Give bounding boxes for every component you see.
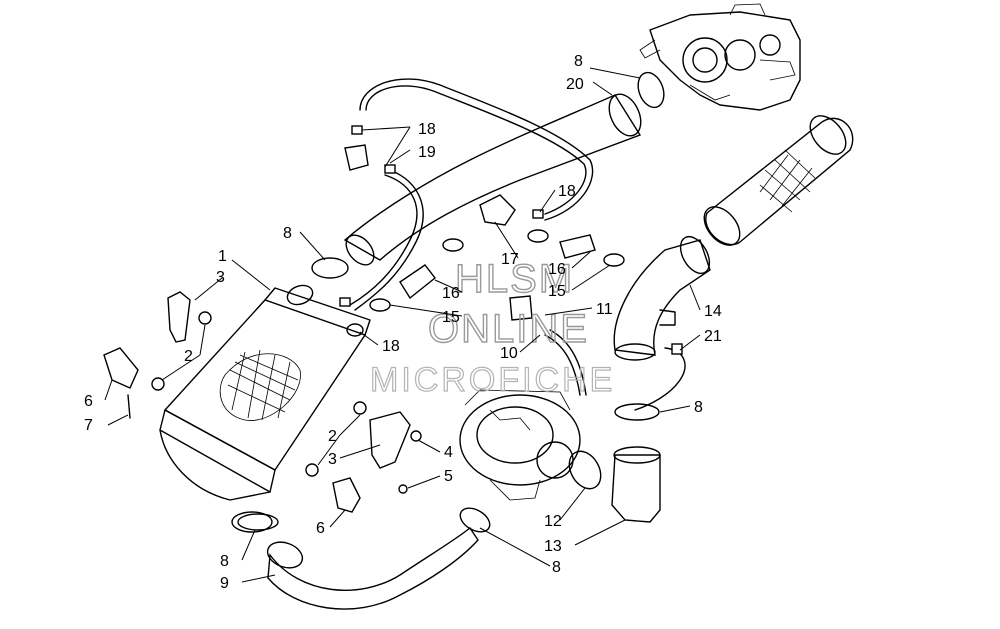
callout-11: 11 [596,301,613,318]
vent-hoses [349,78,686,411]
callout-18-mid: 18 [558,183,576,200]
throttle-body-assembly [639,3,801,111]
callout-1: 1 [218,248,227,265]
rubber-mount-left [103,347,139,419]
callouts: 1 2 2 3 3 4 5 6 6 7 8 8 8 8 8 9 10 11 12… [84,53,722,592]
callout-3-lower: 3 [328,451,337,468]
callout-4: 4 [444,444,453,461]
callout-21: 21 [704,328,722,345]
leader-lines [104,67,701,583]
callout-14: 14 [704,303,722,320]
callout-17: 17 [501,251,519,268]
watermark-line-2: ONLINE [428,307,589,351]
outlet-adapter [611,446,661,523]
mount-bracket-upper [151,291,212,391]
short-hoses [369,229,625,312]
intake-tube [343,93,642,266]
mount-bracket-lower [305,401,422,513]
intake-elbow [613,235,711,361]
callout-8-lower-left: 8 [220,553,229,570]
callout-13: 13 [544,538,562,555]
callout-19: 19 [418,144,436,161]
air-filter [703,115,854,246]
lower-hose [231,511,479,610]
callout-20: 20 [566,76,584,93]
watermark: HLSM ONLINE MICROFICHE [369,256,615,399]
callout-7: 7 [84,417,93,434]
callout-6-left: 6 [84,393,93,410]
callout-18-top: 18 [418,121,436,138]
callout-10: 10 [500,345,518,362]
callout-16-left: 16 [442,285,460,302]
turbocharger [459,389,581,501]
callout-18-left: 18 [382,338,400,355]
callout-3-upper: 3 [216,269,225,286]
watermark-line-3: MICROFICHE [370,361,615,399]
callout-15-left: 15 [442,309,460,326]
intercooler [159,284,371,501]
callout-15-right: 15 [548,283,566,300]
callout-6-lower: 6 [316,520,325,537]
check-valves [339,125,683,355]
callout-8-intercooler: 8 [283,225,292,242]
callout-5: 5 [444,468,453,485]
callout-8-bottom: 8 [552,559,561,576]
callout-2-upper: 2 [184,348,193,365]
callout-8-top: 8 [574,53,583,70]
hose-clamps [237,71,665,533]
watermark-line-1: HLSM [455,257,574,301]
callout-2-lower: 2 [328,428,337,445]
callout-9: 9 [220,575,229,592]
callout-12: 12 [544,513,562,530]
callout-16-right: 16 [548,261,566,278]
callout-8-right: 8 [694,399,703,416]
